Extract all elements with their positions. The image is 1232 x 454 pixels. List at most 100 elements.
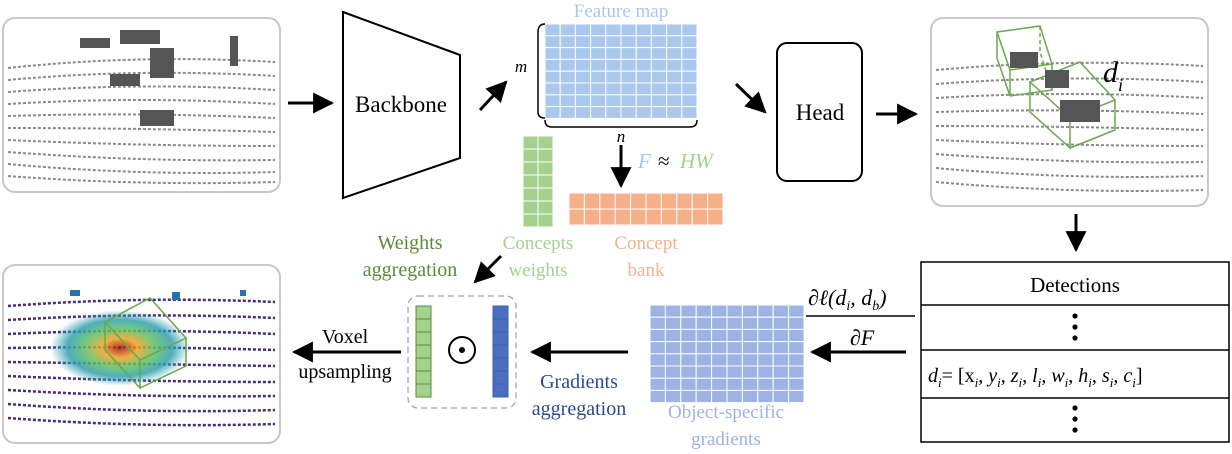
concepts-weights-cell [522, 148, 539, 163]
concept-bank-cell [691, 208, 709, 226]
concept-bank-cell [599, 208, 616, 226]
concept-bank-grid [568, 192, 724, 226]
object-gradient-cell [649, 316, 666, 330]
object-gradient-cell [726, 353, 743, 367]
object-gradient-cell [741, 304, 759, 318]
feature-map-cell [590, 82, 607, 96]
concepts-weights-cell [522, 174, 539, 189]
object-gradient-cell [757, 328, 774, 343]
detection-equation: di= [xi, yi, zi, li, wi, hi, si, ci] [928, 365, 1143, 390]
feature-map-cell [666, 47, 683, 60]
concepts-weights-cell [537, 187, 554, 202]
feature-map-cell [574, 58, 592, 72]
object-gradient-cell [772, 377, 790, 391]
feature-map-cell [620, 82, 637, 96]
detections-ellipsis-2 [1072, 405, 1078, 433]
concept-bank-cell [630, 192, 647, 210]
weights-agg-label-2: aggregation [363, 259, 457, 281]
aggregated-gradient-cell [492, 383, 509, 398]
feature-map-cell [559, 58, 576, 72]
aggregated-weights-column [415, 305, 432, 398]
object-gradient-cell [788, 328, 805, 343]
bbox-3d-near [1028, 61, 1117, 150]
object-specific-gradients: Object-specific gradients [649, 304, 805, 450]
concept-bank-cell [691, 192, 709, 210]
feature-map-cell [574, 47, 592, 60]
feature-map-cell [635, 70, 652, 84]
concept-bank-cell [599, 192, 616, 210]
feature-map-label: Feature map [574, 1, 668, 22]
arrow-weights-aggregation [473, 254, 503, 284]
concept-bank-cell [707, 208, 724, 226]
feature-map-cell [635, 23, 652, 37]
concepts-weights-cell [522, 187, 539, 202]
feature-map-cell [635, 35, 652, 49]
concept-bank-cell [568, 192, 585, 210]
feature-map-cell [681, 70, 698, 84]
feature-map-cell [559, 35, 576, 49]
feature-map-cell [559, 94, 576, 108]
object-gradient-cell [788, 304, 805, 318]
feature-map-cell [650, 94, 668, 108]
concept-bank-cell [568, 208, 585, 226]
concept-bank: Concept bank [568, 192, 724, 281]
aggregated-weight-cell [415, 383, 432, 398]
feature-map-cell [635, 82, 652, 96]
feature-map-cell [620, 106, 637, 119]
concept-bank-cell [583, 208, 601, 226]
feature-map-cell [559, 23, 576, 37]
object-gradient-cell [664, 365, 682, 379]
object-gradient-cell [711, 316, 728, 330]
detections-ellipsis-1 [1072, 313, 1078, 341]
feature-map-cell [666, 94, 683, 108]
concepts-weights-cell [522, 213, 539, 228]
feature-map-cell [666, 35, 683, 49]
feature-map-cell [650, 106, 668, 119]
feature-map-cell [559, 106, 576, 119]
feature-map-grid [544, 23, 698, 119]
feature-map-cell [590, 94, 607, 108]
object-gradient-cell [726, 341, 743, 355]
object-gradient-cell [772, 341, 790, 355]
dim-n-label: n [617, 127, 626, 146]
feature-map-cell [681, 94, 698, 108]
object-gradient-cell [695, 316, 713, 330]
concept-bank-cell [583, 192, 601, 210]
backbone-label: Backbone [355, 92, 447, 117]
concept-bank-cell [630, 208, 647, 226]
object-gradient-cell [772, 365, 790, 379]
concepts-weights-label-1: Concepts [503, 233, 574, 254]
aggregated-gradient-cell [492, 370, 509, 385]
object-gradient-cell [741, 341, 759, 355]
feature-map-cell [666, 58, 683, 72]
object-gradients-label-2: gradients [691, 429, 761, 450]
object-gradient-cell [788, 353, 805, 367]
feature-map-cell [620, 70, 637, 84]
object-gradient-cell [788, 341, 805, 355]
voxel-label-1: Voxel [322, 326, 369, 348]
feature-map-cell [605, 94, 622, 108]
object-gradient-cell [664, 353, 682, 367]
feature-map-cell [544, 82, 561, 96]
detections-table: Detections di= [xi, yi, zi, li, wi, hi, … [920, 261, 1230, 443]
concepts-weights-grid [522, 135, 554, 228]
object-gradient-cell [772, 328, 790, 343]
object-gradient-cell [695, 389, 713, 404]
concepts-weights-cell [537, 174, 554, 189]
object-gradient-cell [757, 304, 774, 318]
concepts-weights: Concepts weights [503, 135, 574, 281]
aggregated-gradient-cell [492, 305, 509, 320]
concepts-weights-cell [537, 135, 554, 150]
feature-map-cell [574, 82, 592, 96]
object-gradient-cell [726, 304, 743, 318]
head-label: Head [796, 100, 845, 125]
aggregated-weight-cell [415, 331, 432, 346]
object-gradient-cell [664, 377, 682, 391]
aggregated-gradient-cell [492, 344, 509, 359]
object-gradients-label-1: Object-specific [668, 402, 784, 423]
object-gradient-cell [757, 341, 774, 355]
concept-bank-cell [614, 208, 632, 226]
feature-map-cell [681, 106, 698, 119]
feature-map-cell [544, 106, 561, 119]
